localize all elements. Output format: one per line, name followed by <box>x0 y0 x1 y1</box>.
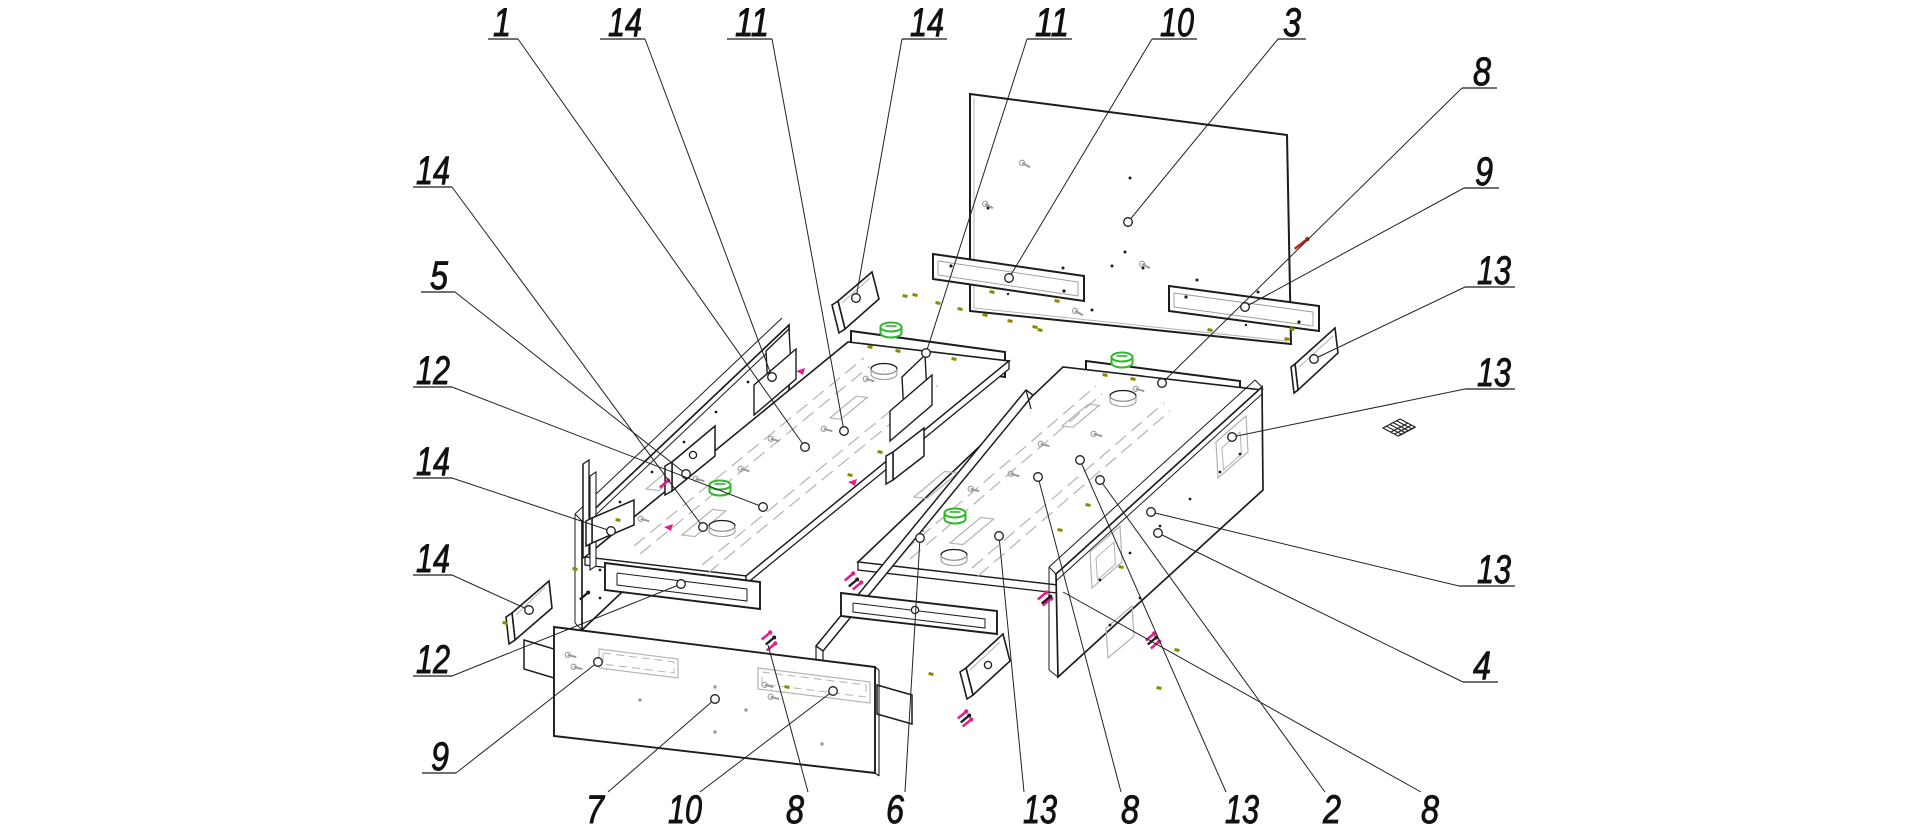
svg-text:3: 3 <box>1283 1 1301 45</box>
svg-text:13: 13 <box>1477 249 1511 293</box>
svg-text:9: 9 <box>431 735 449 779</box>
svg-text:13: 13 <box>1023 788 1057 832</box>
svg-text:8: 8 <box>1121 788 1140 832</box>
svg-text:14: 14 <box>416 537 450 581</box>
svg-text:8: 8 <box>786 788 805 832</box>
svg-text:8: 8 <box>1473 50 1492 94</box>
svg-text:4: 4 <box>1473 644 1491 688</box>
svg-text:1: 1 <box>493 1 511 45</box>
svg-text:11: 11 <box>735 1 769 45</box>
svg-text:14: 14 <box>608 1 642 45</box>
svg-text:2: 2 <box>1322 788 1341 832</box>
svg-text:13: 13 <box>1477 351 1511 395</box>
svg-text:12: 12 <box>416 349 450 393</box>
svg-text:14: 14 <box>910 1 944 45</box>
svg-text:10: 10 <box>668 788 702 832</box>
svg-text:9: 9 <box>1475 150 1493 194</box>
svg-text:14: 14 <box>416 149 450 193</box>
svg-text:8: 8 <box>1421 788 1440 832</box>
svg-text:7: 7 <box>586 788 605 832</box>
svg-text:6: 6 <box>886 788 905 832</box>
svg-text:13: 13 <box>1477 548 1511 592</box>
svg-text:5: 5 <box>430 254 449 298</box>
svg-text:12: 12 <box>416 638 450 682</box>
svg-text:10: 10 <box>1160 1 1194 45</box>
svg-text:14: 14 <box>416 440 450 484</box>
svg-text:13: 13 <box>1225 788 1259 832</box>
svg-text:11: 11 <box>1035 1 1069 45</box>
